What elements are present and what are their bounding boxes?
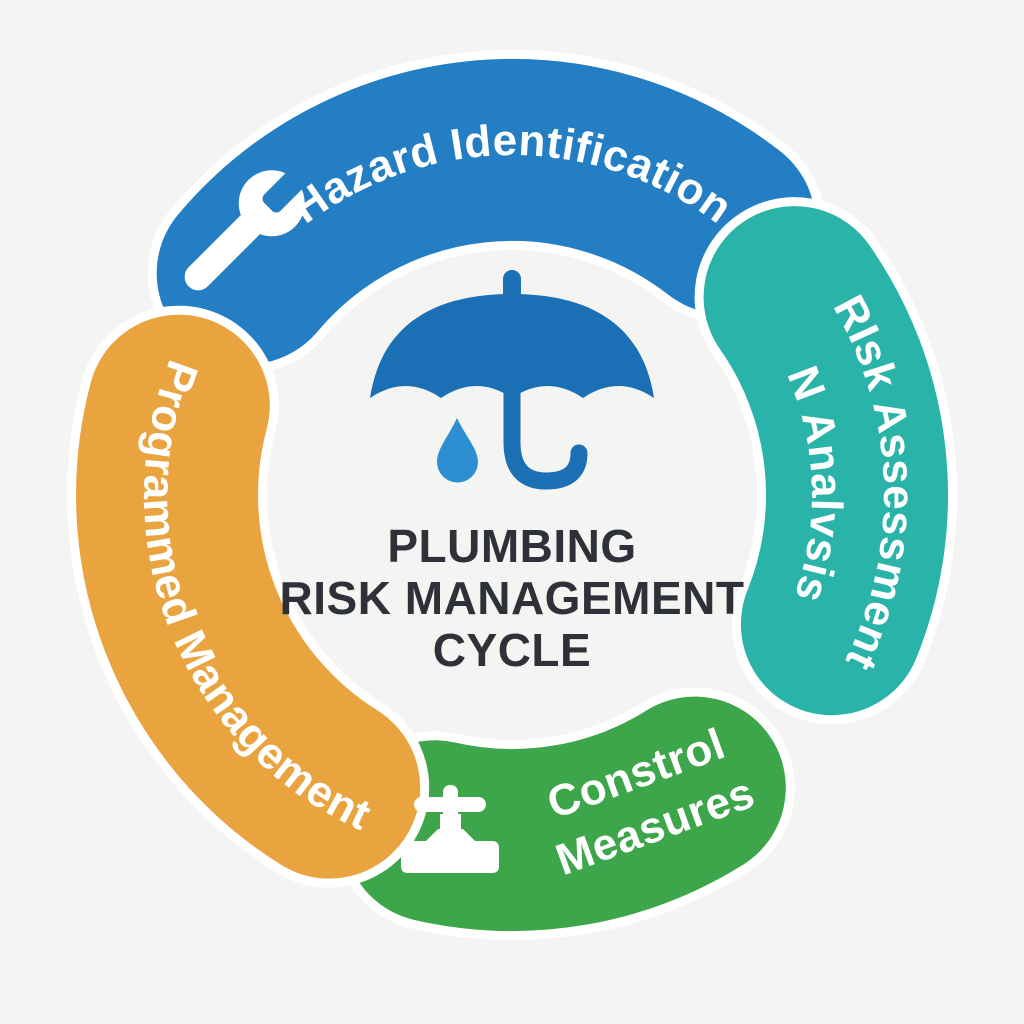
- segment-hazard-identification: [156, 58, 816, 365]
- valve-icon: [401, 785, 499, 873]
- wrench-handle: [184, 208, 267, 291]
- title-line-3: CYCLE: [433, 624, 591, 676]
- rain-drop: [437, 418, 478, 483]
- wrench-jaw-slot: [262, 160, 315, 213]
- segment-risk-assessment: [703, 206, 948, 716]
- valve-body: [401, 829, 499, 873]
- umbrella-canopy: [370, 294, 654, 398]
- title-line-1: PLUMBING: [387, 520, 636, 572]
- segment-programmed-management: [76, 314, 421, 879]
- wrench-icon: [184, 160, 315, 291]
- cycle-ring: [67, 49, 957, 941]
- umbrella-rain-drop-icon: [370, 270, 654, 490]
- title-line-2: RISK MANAGEMENT: [280, 572, 745, 624]
- umbrella-stem-handle: [503, 376, 588, 490]
- center-title: PLUMBING RISK MANAGEMENT CYCLE: [280, 520, 745, 676]
